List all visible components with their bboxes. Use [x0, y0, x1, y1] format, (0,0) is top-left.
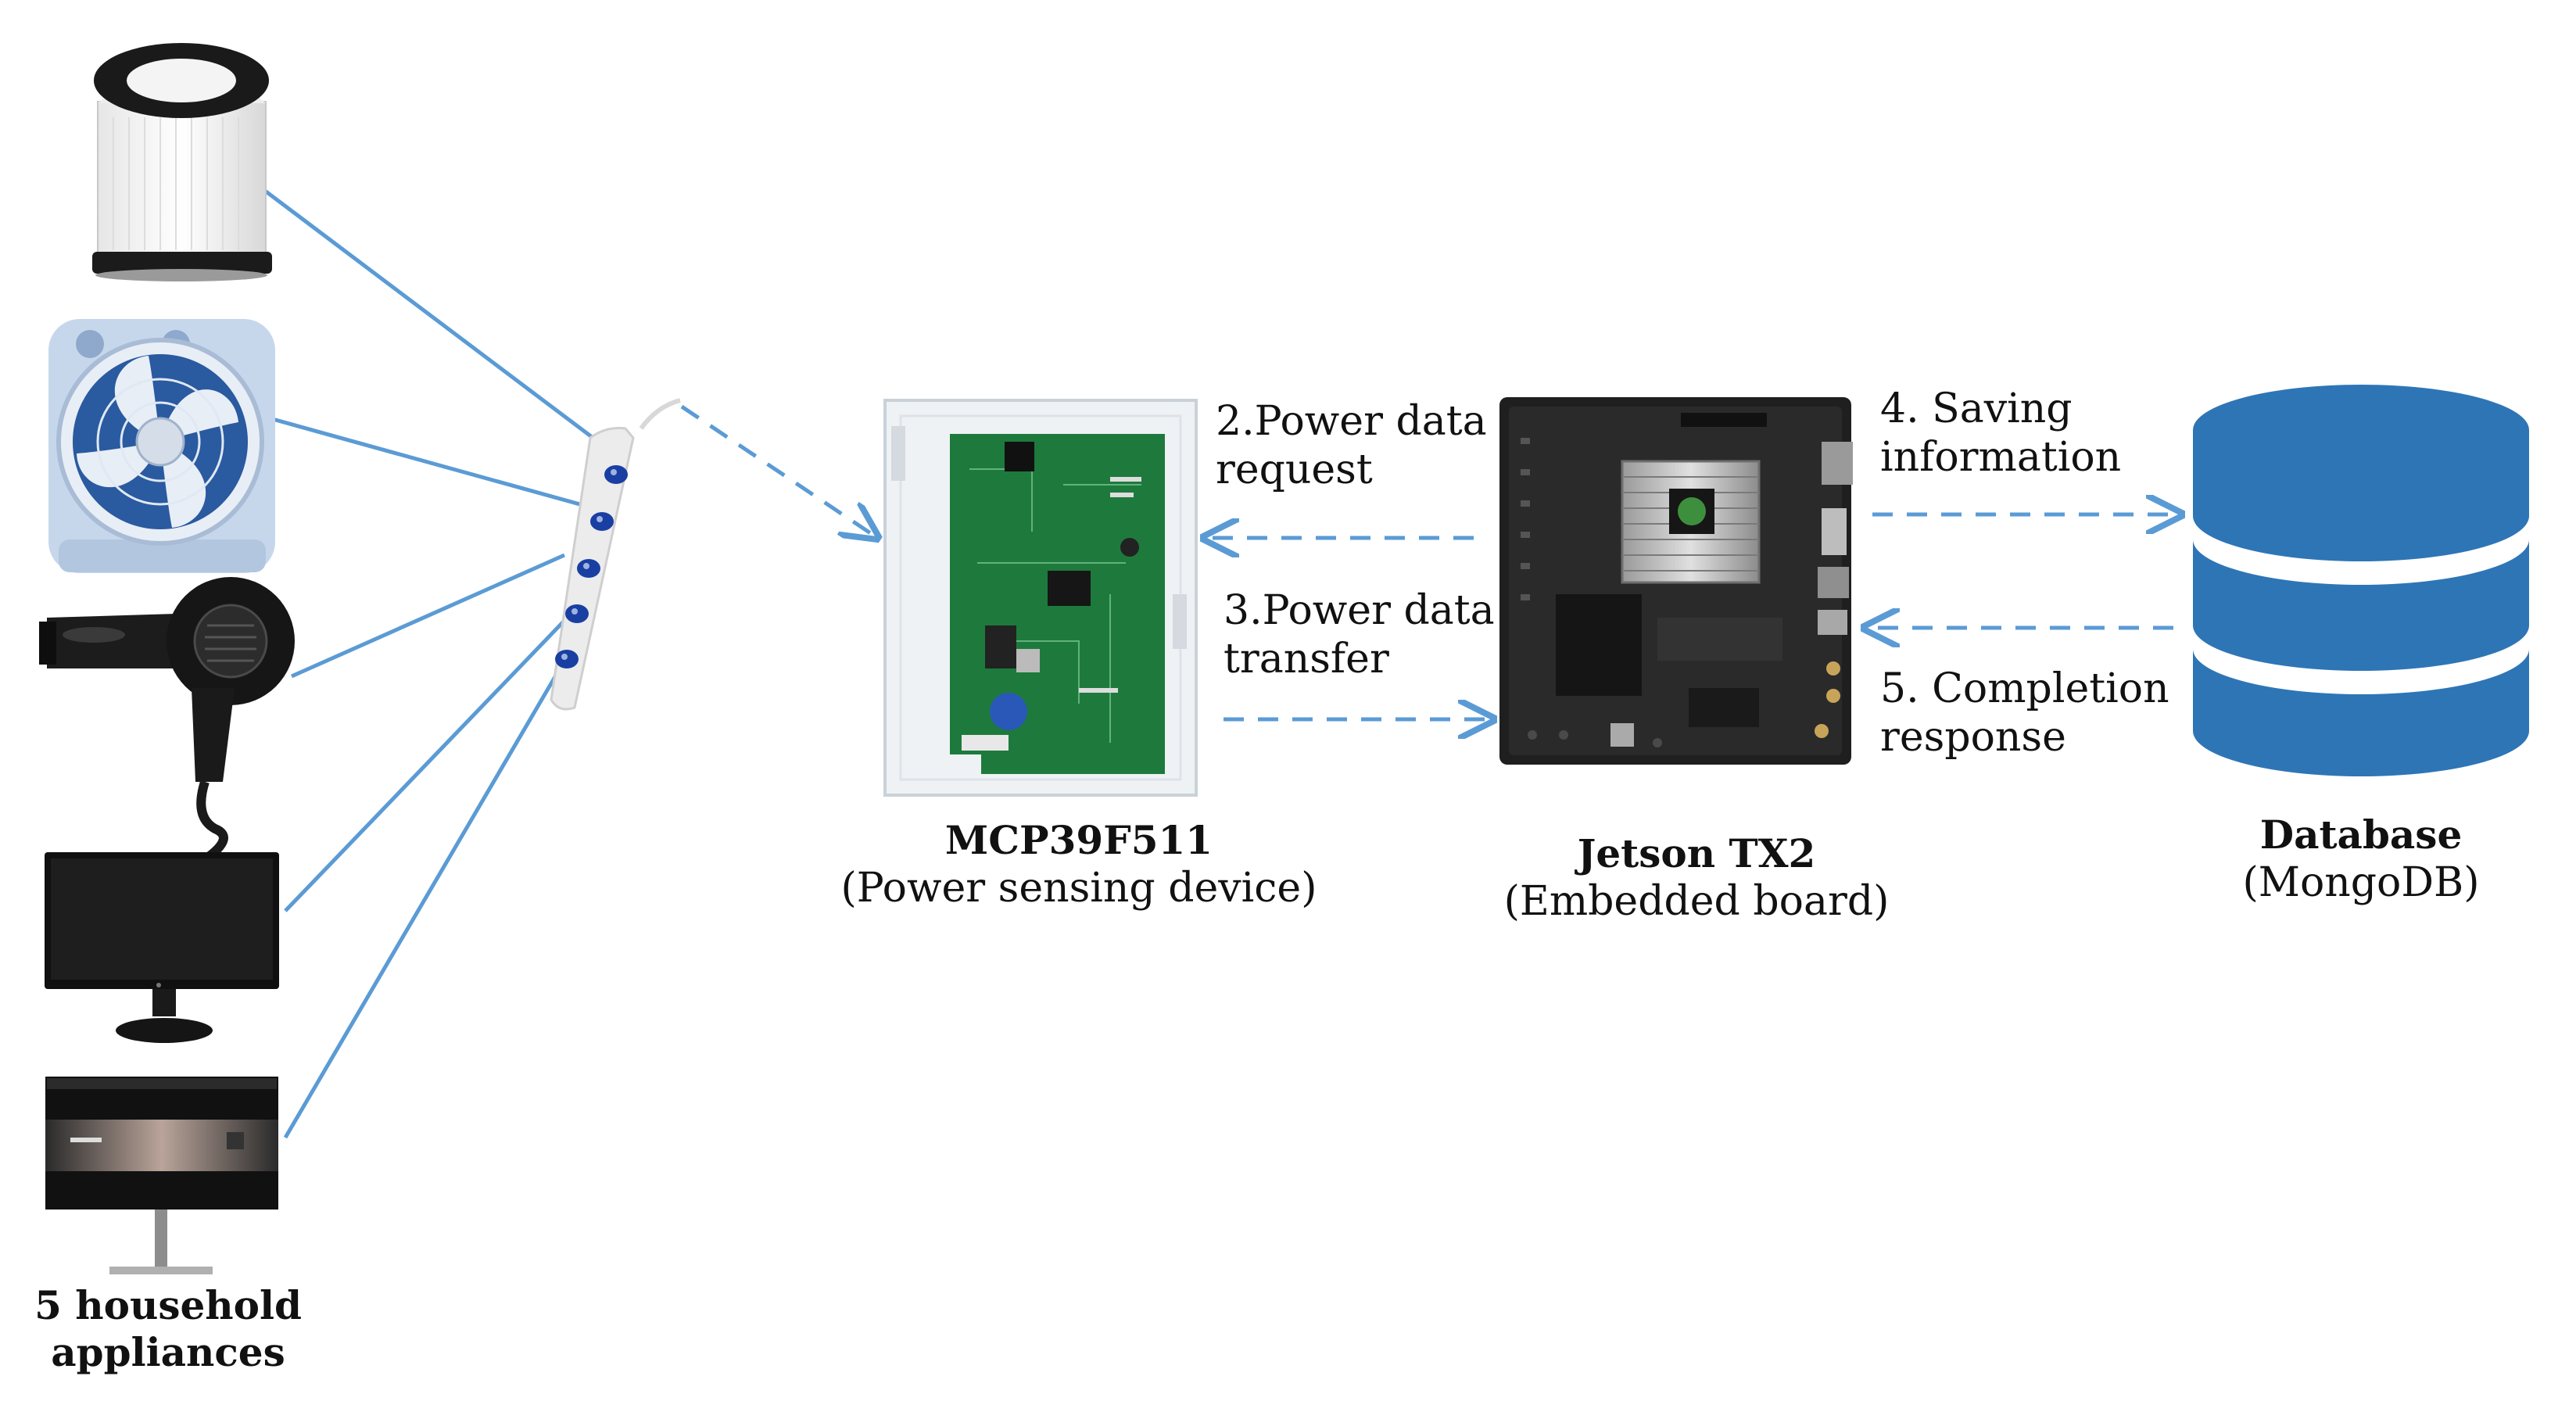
box-fan-icon	[48, 319, 275, 573]
connector-desktop-monitor	[283, 655, 569, 1139]
connector-box-fan	[269, 416, 600, 512]
database-caption: Database (MongoDB)	[2181, 812, 2541, 907]
transfer-label: 3.Power data transfer	[1224, 586, 1495, 684]
database-band-highlights	[2191, 527, 2531, 684]
appliances-caption-line1: 5 household	[34, 1282, 302, 1328]
request-label: 2.Power data request	[1216, 397, 1487, 495]
board-caption: Jetson TX2 (Embedded board)	[1446, 830, 1947, 926]
request-label-line2: request	[1216, 446, 1373, 494]
database-title: Database	[2259, 812, 2463, 858]
arrow-strip-to-sensor	[680, 404, 874, 536]
hair-dryer-icon	[39, 577, 295, 860]
monitor-icon	[45, 852, 279, 1043]
completion-label-line2: response	[1880, 714, 2066, 762]
completion-label: 5. Completion response	[1880, 665, 2169, 762]
sensor-subtitle: (Power sensing device)	[840, 865, 1317, 912]
database-icon	[2193, 385, 2529, 776]
transfer-label-line2: transfer	[1224, 636, 1389, 683]
database-subtitle: (MongoDB)	[2242, 859, 2480, 906]
appliance-connectors	[251, 180, 615, 1139]
board-subtitle: (Embedded board)	[1503, 878, 1890, 925]
transfer-label-line1: 3.Power data	[1224, 587, 1495, 634]
request-label-line1: 2.Power data	[1216, 398, 1487, 445]
desktop-monitor-icon	[45, 1077, 278, 1274]
completion-label-line1: 5. Completion	[1880, 665, 2169, 712]
saving-label-line1: 4. Saving	[1880, 385, 2073, 432]
dashed-arrows	[680, 404, 2177, 719]
air-purifier-icon	[92, 43, 272, 281]
saving-label-line2: information	[1880, 434, 2122, 482]
power-strip-icon	[550, 398, 681, 711]
appliances-caption-line2: appliances	[51, 1329, 285, 1375]
connector-hair-dryer	[290, 553, 566, 679]
saving-label: 4. Saving information	[1880, 385, 2121, 482]
connector-air-purifier	[251, 180, 615, 455]
sensor-title: MCP39F511	[944, 817, 1213, 863]
appliances-caption: 5 household appliances	[23, 1282, 313, 1376]
board-title: Jetson TX2	[1577, 830, 1816, 876]
mcp39f511-device-icon	[883, 399, 1198, 797]
connector-monitor	[284, 604, 580, 912]
jetson-tx2-board-icon	[1499, 397, 1853, 765]
sensor-caption: MCP39F511 (Power sensing device)	[805, 817, 1352, 912]
